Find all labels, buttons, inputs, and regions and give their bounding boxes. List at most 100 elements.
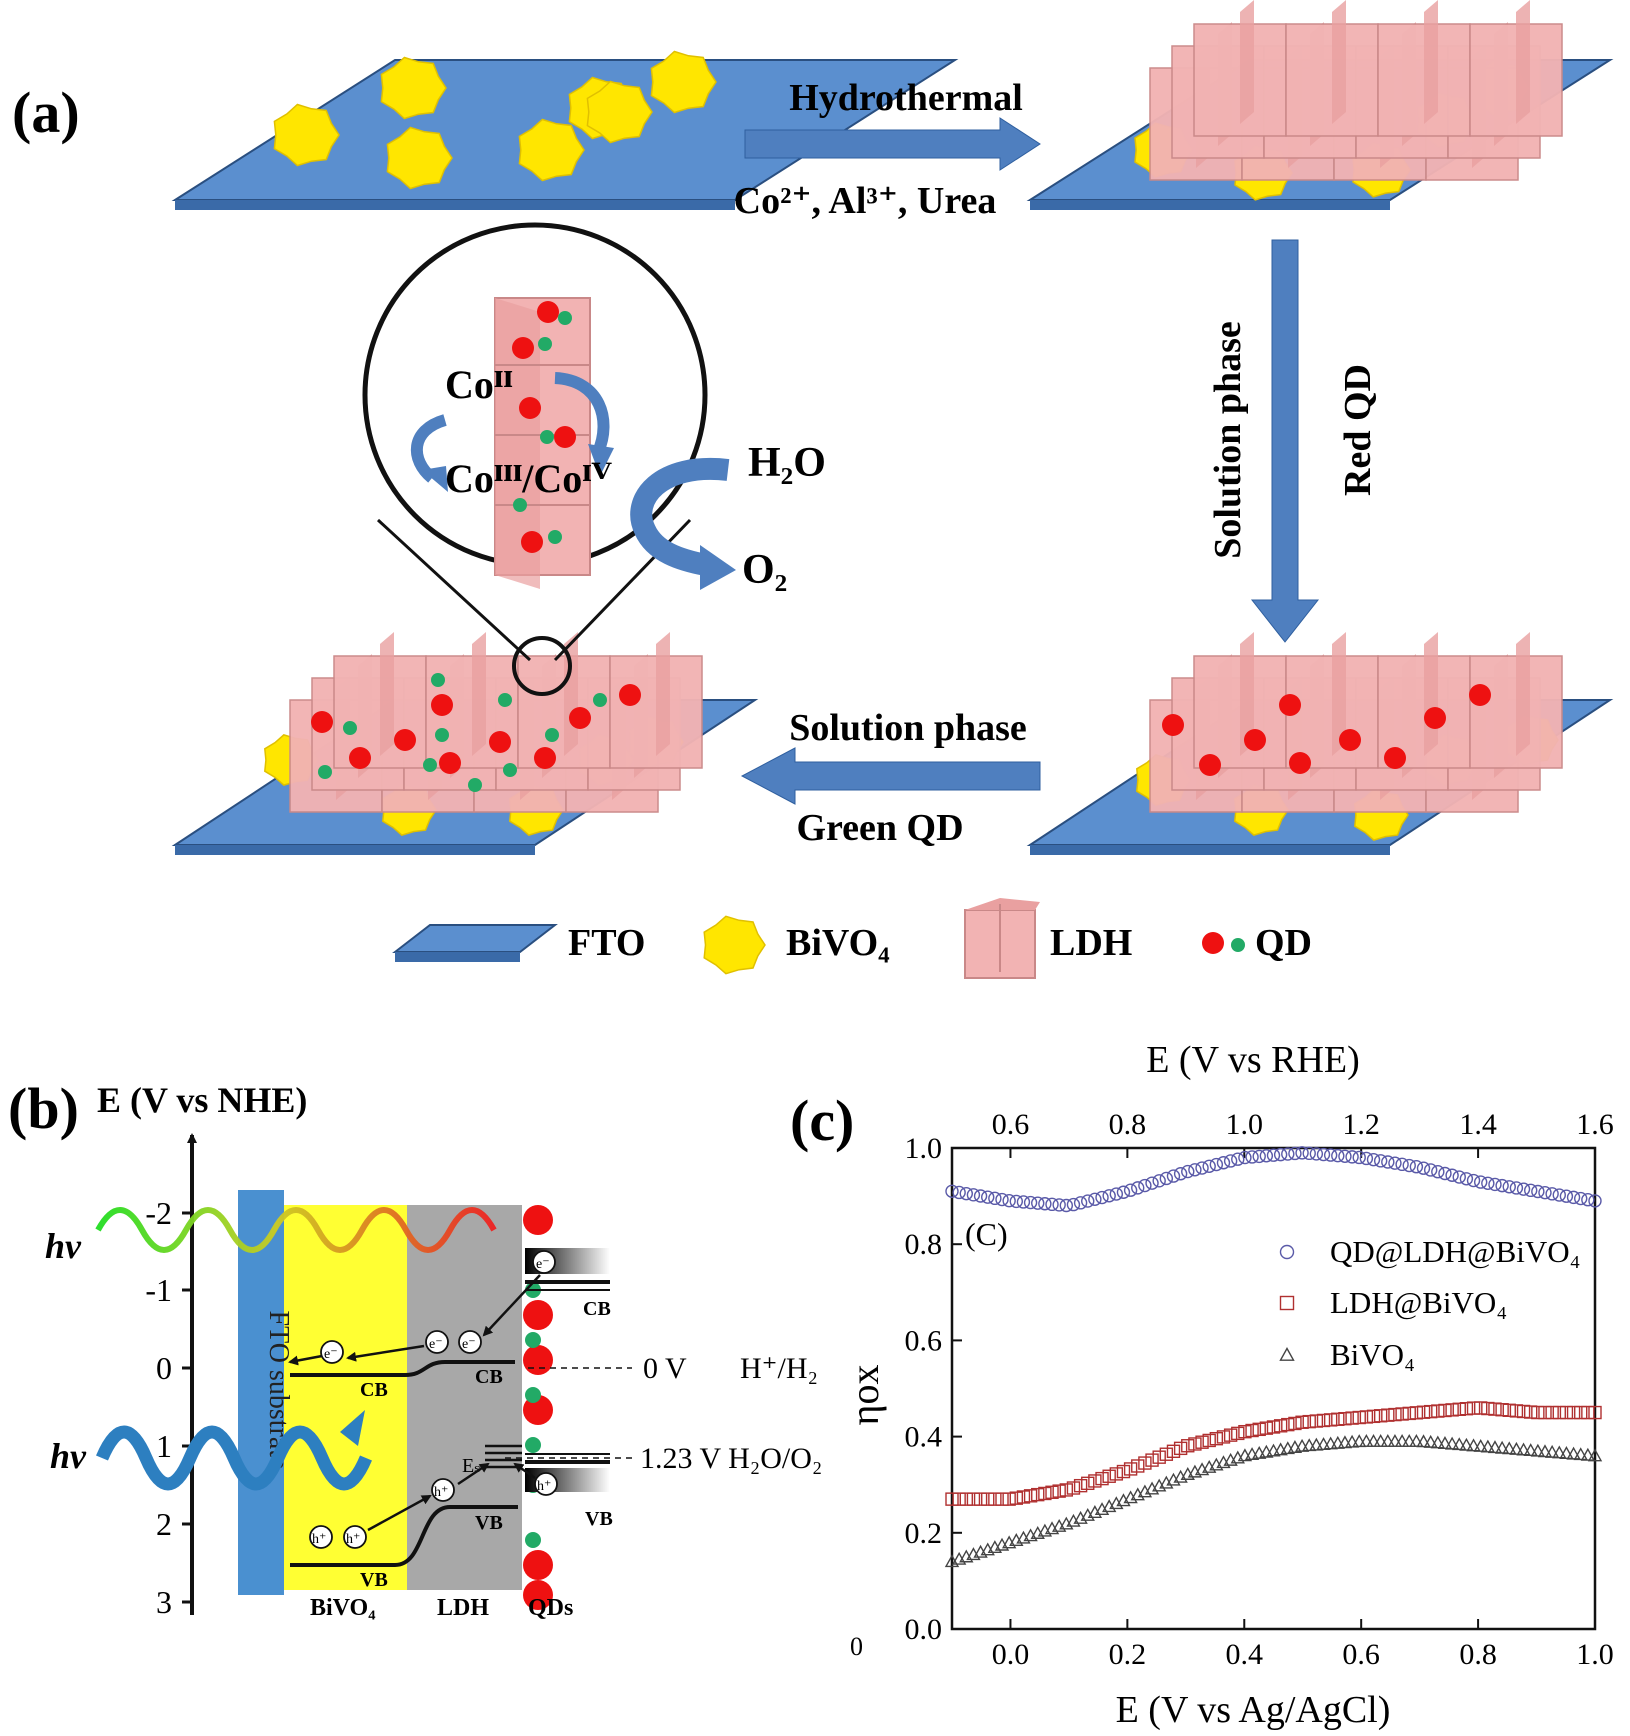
x2-tick-label: 0.8 (1109, 1108, 1147, 1141)
green-qd (498, 693, 512, 707)
data-point (1466, 1401, 1481, 1415)
data-point (1437, 1436, 1453, 1449)
data-point (1381, 1155, 1395, 1169)
red-qd (569, 707, 591, 729)
legend-bivo4-swatch (703, 915, 766, 975)
data-point (1195, 1435, 1209, 1449)
legend-qd: QD (1255, 922, 1312, 964)
red-qd (1289, 752, 1311, 774)
qd-green-dot (525, 1437, 541, 1453)
cb-label-qd: CB (583, 1298, 611, 1320)
legend-qd-green (1231, 938, 1245, 952)
data-point (1530, 1443, 1546, 1457)
data-point (1402, 1158, 1416, 1173)
data-point (1345, 1411, 1359, 1425)
data-point (1309, 1437, 1324, 1451)
data-point (1431, 1165, 1445, 1179)
data-point (1288, 1146, 1302, 1161)
data-point (1509, 1181, 1524, 1195)
qd-red-dot (523, 1550, 553, 1580)
electron-ldh-1: e⁻ (429, 1337, 443, 1352)
data-point (1516, 1182, 1531, 1196)
y-tick-label: 0.4 (905, 1421, 943, 1454)
data-point (1309, 1147, 1324, 1161)
hydrothermal-arrow (744, 117, 1041, 171)
vb-label-qd: VB (585, 1508, 613, 1530)
data-point (1109, 1467, 1124, 1481)
data-point (1394, 1433, 1410, 1447)
x-tick-label: 1.0 (1576, 1638, 1614, 1671)
data-point (1580, 1447, 1596, 1461)
data-point (1281, 1417, 1295, 1432)
holes (309, 1472, 558, 1549)
data-point (966, 1188, 981, 1202)
data-point (1323, 1148, 1338, 1162)
data-point (1231, 1426, 1245, 1441)
legend-label-triangle: BiVO₄ (1330, 1337, 1415, 1372)
ldh-sheet-fold (1424, 0, 1438, 124)
data-point (1330, 1435, 1345, 1449)
data-point (1495, 1403, 1509, 1417)
data-point (1430, 1435, 1446, 1449)
data-point (1095, 1471, 1109, 1486)
data-point (1509, 1441, 1524, 1455)
data-point (1016, 1195, 1031, 1209)
data-point (1031, 1196, 1045, 1210)
h2o-label: H₂O (748, 440, 826, 486)
y-tick-label: 1.0 (905, 1132, 943, 1165)
data-point (1588, 1405, 1602, 1420)
data-point (1066, 1197, 1081, 1212)
data-point (1552, 1188, 1566, 1202)
vb-label-bivo4: VB (360, 1569, 388, 1591)
data-point (1523, 1405, 1538, 1419)
data-point (1231, 1152, 1245, 1166)
fto-substrate-bar (238, 1190, 284, 1595)
ldh-sheet-fold (1424, 632, 1438, 756)
ldh-sheet-fold (1240, 632, 1254, 756)
hole-bivo4-1: h⁺ (312, 1532, 326, 1547)
data-point (1023, 1489, 1038, 1503)
data-point (1316, 1437, 1331, 1451)
bottom-label-bivo4: BiVO₄ (310, 1595, 375, 1621)
data-point (1059, 1198, 1074, 1213)
data-point (1445, 1403, 1459, 1417)
data-point (1166, 1444, 1181, 1458)
panel-c-label: (c) (790, 1088, 854, 1153)
energy-tick-label: 1 (156, 1428, 172, 1464)
red-qd (349, 747, 371, 769)
o2-label: O₂ (742, 547, 787, 593)
data-point (1302, 1438, 1317, 1452)
red-qd (431, 694, 453, 716)
cb-label-ldh: CB (475, 1366, 503, 1388)
data-point (1531, 1184, 1545, 1199)
data-point (1273, 1419, 1288, 1433)
bottom-axis-title: E (V vs Ag/AgCl) (1116, 1689, 1391, 1731)
data-point (1223, 1428, 1238, 1442)
data-point (1366, 1433, 1381, 1447)
data-point (1159, 1447, 1174, 1461)
data-point (988, 1191, 1002, 1206)
electron-bivo4: e⁻ (324, 1347, 338, 1362)
legend-fto-swatch (392, 924, 558, 962)
qd-red-dot (523, 1300, 553, 1330)
green-qd (343, 721, 357, 735)
data-point (1088, 1474, 1102, 1488)
data-point (1252, 1422, 1266, 1437)
qd-green-dot (525, 1387, 541, 1403)
data-point (1588, 1194, 1602, 1208)
red-qd (1279, 694, 1301, 716)
data-point (1352, 1434, 1367, 1448)
data-point (966, 1492, 981, 1506)
data-point (1381, 1408, 1395, 1422)
valence-band-line (290, 1505, 518, 1567)
data-point (1309, 1414, 1324, 1428)
legend-qd-red (1202, 932, 1224, 954)
data-point (1202, 1433, 1216, 1448)
data-point (1131, 1459, 1145, 1473)
data-point (973, 1492, 988, 1506)
bivo4-particle (273, 103, 340, 167)
data-point (1552, 1405, 1566, 1420)
stray-zero-label: 0 (850, 1632, 863, 1661)
series-circle (945, 1146, 1602, 1213)
